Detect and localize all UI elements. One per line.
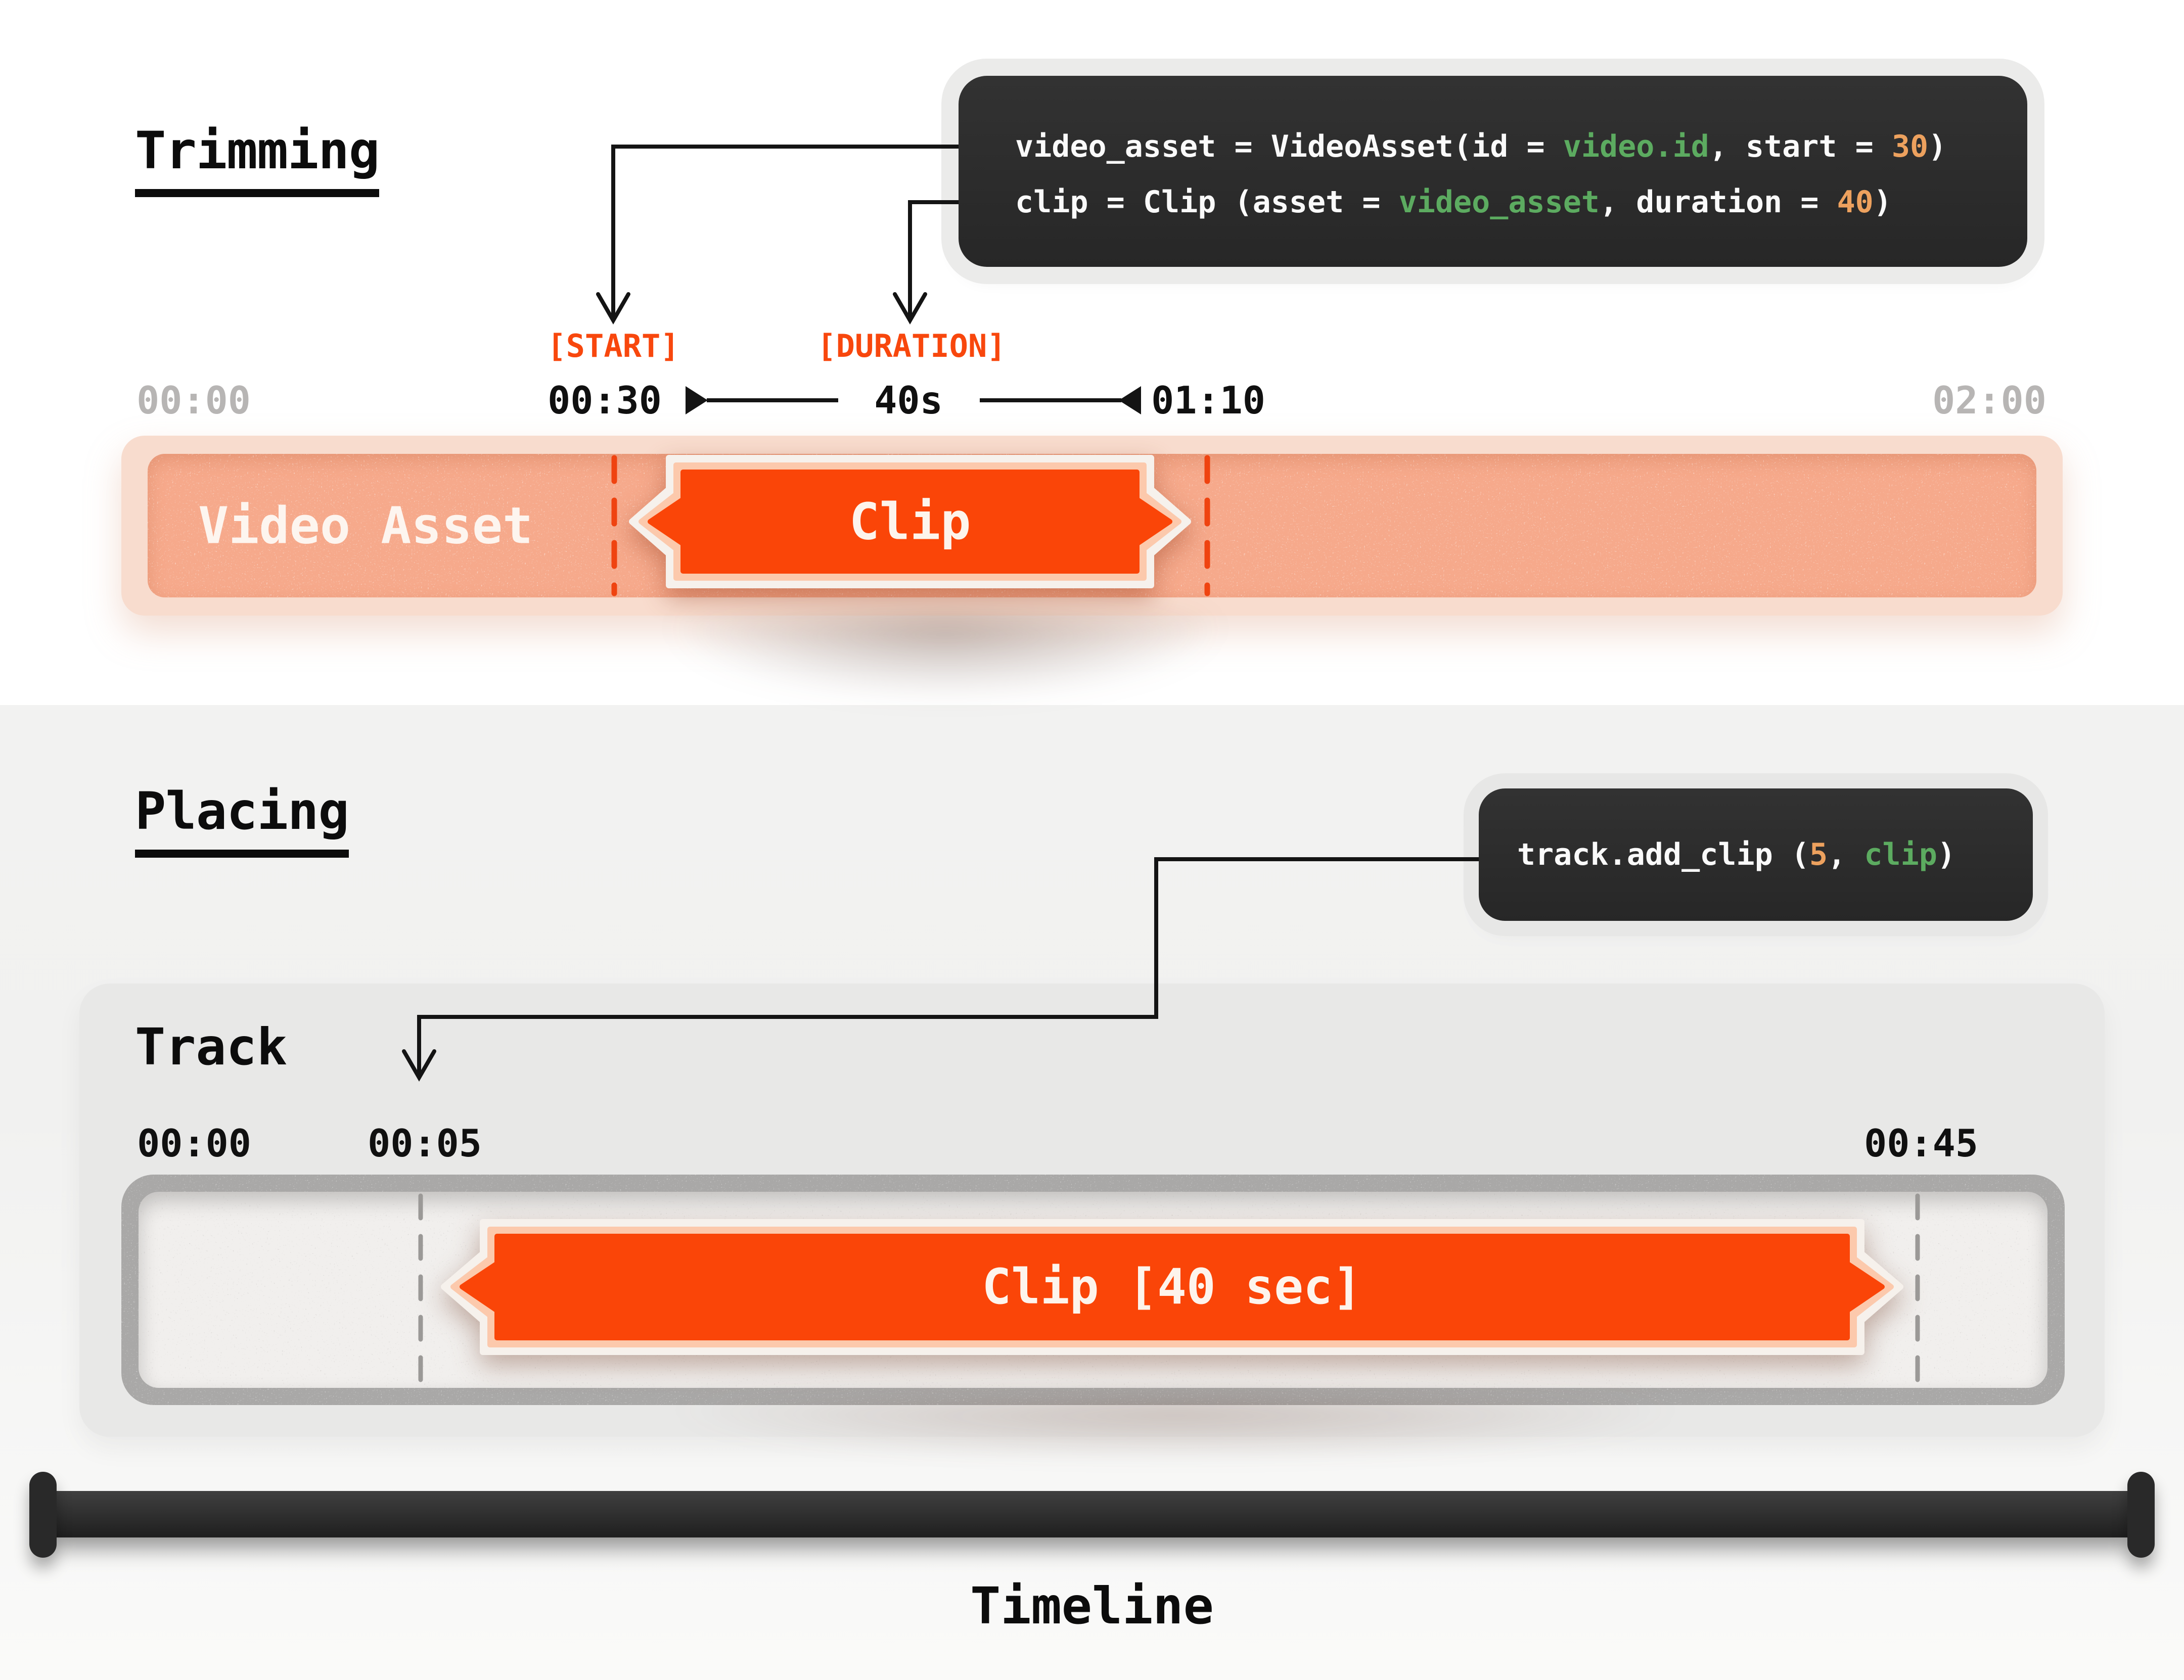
- timeline-bar: [42, 1491, 2142, 1537]
- code-token-green: video_asset: [1398, 184, 1600, 220]
- code-token-orange: 30: [1891, 129, 1929, 164]
- clip-body: [460, 1234, 1885, 1340]
- trimming-section-title: Trimming: [135, 125, 380, 197]
- trimming-code-snippet: video_asset = VideoAsset(id = video.id, …: [959, 76, 2027, 267]
- asset-time-01-10: 01:10: [1151, 378, 1265, 423]
- duration-annotation-label: [DURATION]: [817, 328, 1006, 364]
- timeline-right-endcap: [2127, 1472, 2155, 1558]
- asset-duration-40s: 40s: [874, 378, 943, 423]
- code-token-green: clip: [1864, 837, 1937, 872]
- code-text: track.add_clip (: [1517, 837, 1809, 872]
- placing-code-snippet: track.add_clip (5, clip): [1479, 788, 2033, 921]
- asset-time-02-00: 02:00: [1932, 378, 2046, 423]
- track-time-00-45: 00:45: [1864, 1121, 1978, 1165]
- placing-section-title: Placing: [135, 786, 349, 858]
- trimmed-clip-shape: Clip: [629, 455, 1191, 588]
- code-text: video_asset = VideoAsset(id =: [1015, 129, 1563, 164]
- code-token-orange: 40: [1837, 184, 1874, 220]
- placed-clip-shape: Clip [40 sec]: [441, 1219, 1903, 1355]
- code-line-clip: clip = Clip (asset = video_asset, durati…: [1015, 187, 1892, 217]
- code-line-add-clip: track.add_clip (5, clip): [1517, 839, 1955, 870]
- track-time-00-05: 00:05: [368, 1121, 482, 1165]
- code-text: ,: [1828, 837, 1864, 872]
- start-annotation-label: [START]: [547, 328, 679, 364]
- clip-body: [648, 470, 1172, 574]
- code-text: , start =: [1709, 129, 1892, 164]
- code-token-green: video.id: [1563, 129, 1709, 164]
- placed-clip-label: Clip [40 sec]: [982, 1258, 1361, 1315]
- asset-time-00-30: 00:30: [548, 378, 662, 423]
- code-text: , duration =: [1599, 184, 1837, 220]
- track-time-00-00: 00:00: [137, 1121, 251, 1165]
- code-text: clip = Clip (asset =: [1015, 184, 1399, 220]
- code-line-video-asset: video_asset = VideoAsset(id = video.id, …: [1015, 131, 1946, 162]
- clip-label: Clip: [849, 492, 971, 551]
- timeline-label: Timeline: [970, 1576, 1214, 1636]
- timeline-left-endcap: [29, 1472, 57, 1558]
- clip-cast-shadow: [576, 613, 1314, 805]
- code-text: ): [1928, 129, 1947, 164]
- code-token-orange: 5: [1809, 837, 1828, 872]
- asset-time-00-00: 00:00: [136, 378, 251, 423]
- code-text: ): [1873, 184, 1892, 220]
- video-asset-label: Video Asset: [198, 496, 533, 555]
- track-label: Track: [135, 1017, 288, 1077]
- code-text: ): [1937, 837, 1955, 872]
